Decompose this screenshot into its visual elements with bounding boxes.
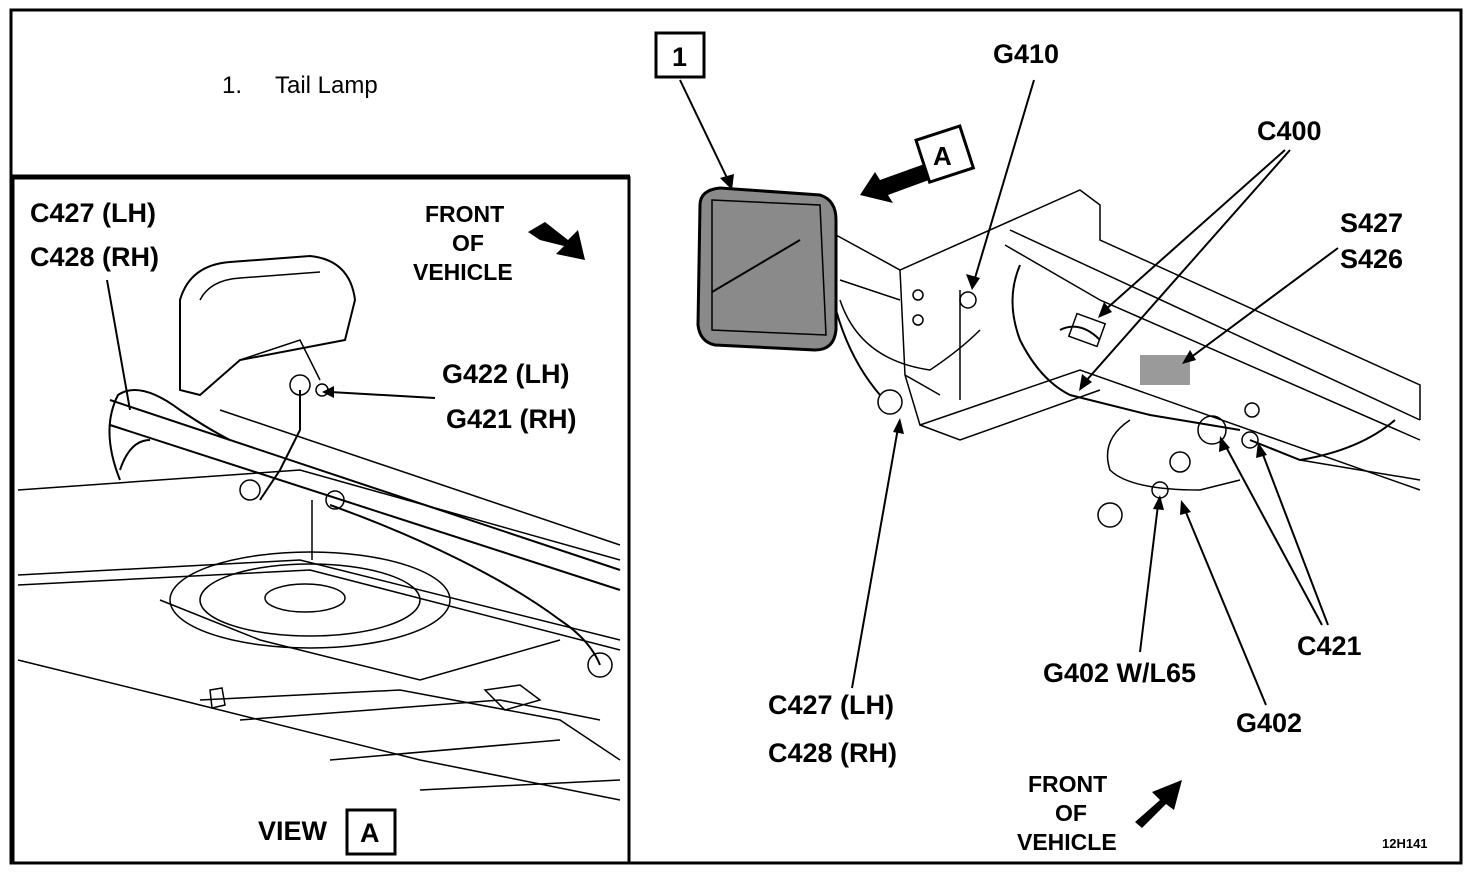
tail-lamp [696,186,838,352]
g410-leader [974,79,1035,279]
callout-1-arrowhead [720,174,734,190]
c400-label: C400 [1257,116,1322,146]
view-a-front-line2: OF [452,230,484,256]
view-a-title-word: VIEW [258,816,328,846]
callout-1-leader [679,79,729,181]
main-wiring-harness [835,264,1396,528]
view-a-title-letter: A [360,818,380,848]
main-front-arrow [1135,780,1182,828]
view-a-illustration [17,254,621,801]
view-a-front-line3: VEHICLE [413,259,513,285]
main-front-line3: VEHICLE [1017,829,1117,855]
g402-label: G402 [1236,708,1302,738]
g402-wl65-arrowhead [1153,495,1164,510]
g402-wl65-leader [1139,504,1159,653]
callout-1-number: 1 [672,42,687,72]
s427-leader [1189,247,1339,359]
g402-arrowhead [1180,500,1191,515]
main-connector-lh-label: C427 (LH) [768,690,894,720]
c421-label: C421 [1297,631,1362,661]
main-front-line1: FRONT [1028,771,1107,797]
c421-arrowhead-2 [1256,442,1267,458]
view-a-ground-lh-label: G422 (LH) [442,359,570,389]
view-a-ground-leader [329,391,436,399]
view-a-panel [11,176,631,865]
g410-label: G410 [993,39,1059,69]
view-a-connector-leader [106,279,131,411]
main-connector-arrowhead [893,418,904,434]
c421-leader-1 [1224,444,1323,626]
g410-arrowhead [966,274,980,290]
c400-arrowhead-2 [1079,374,1092,391]
s427-arrowhead [1182,350,1196,364]
view-a-ref-box [914,124,976,184]
view-a-ref-letter: A [933,141,952,171]
c400-leader-2 [1084,149,1291,383]
main-connector-leader [851,427,899,689]
view-a-front-line1: FRONT [425,201,504,227]
view-a-ground-rh-label: G421 (RH) [446,404,577,434]
view-a-ground-arrowhead [322,386,334,398]
outer-frame [9,8,1463,865]
s427-label: S427 [1340,208,1403,238]
view-a-front-arrow [528,222,585,260]
view-a-title-box [345,808,397,856]
view-a-connector-lh-label: C427 (LH) [30,198,156,228]
view-a-direction-arrow [860,162,937,203]
s426-label: S426 [1340,244,1403,274]
splice-shade [1140,355,1190,385]
c421-leader-2 [1261,451,1329,626]
c400-arrowhead-1 [1098,302,1112,318]
g402-wl65-label: G402 W/L65 [1043,658,1196,688]
legend-number: 1. [222,72,242,99]
main-front-line2: OF [1055,800,1087,826]
legend-text: Tail Lamp [275,72,378,99]
main-connector-rh-label: C428 (RH) [768,738,897,768]
callout-1-box [654,31,706,79]
view-a-connector-rh-label: C428 (RH) [30,242,159,272]
c400-leader-1 [1104,149,1286,311]
g402-leader [1184,509,1267,706]
chassis-structure [835,189,1421,491]
figure-id: 12H141 [1382,836,1428,851]
c421-arrowhead-1 [1219,436,1230,452]
